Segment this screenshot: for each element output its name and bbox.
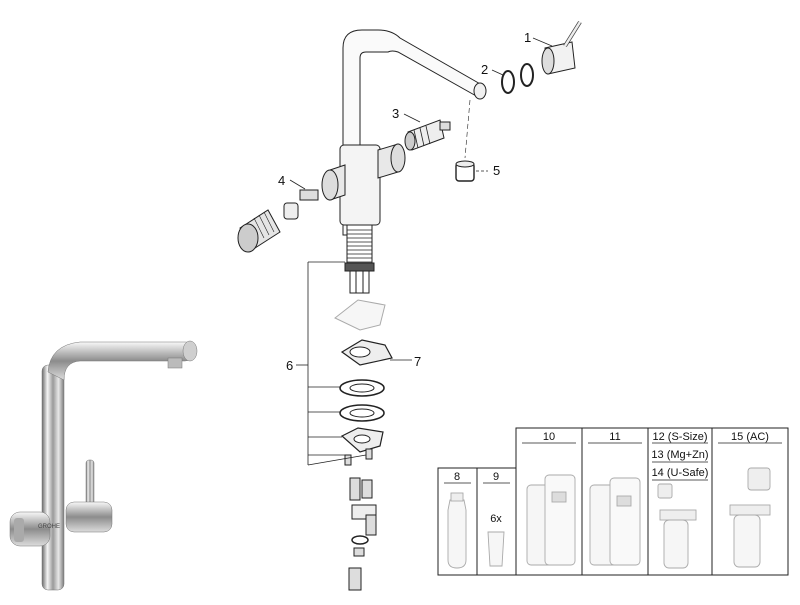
accessories-table: 8 9 6x 10 11 12 (S-Size) 13 (Mg+Zn) 14 (… (437, 427, 789, 576)
callout-7: 7 (414, 354, 421, 369)
col-header-12: 12 (S-Size) (652, 431, 707, 443)
callout-6: 6 (286, 358, 293, 373)
col-header-9: 9 (493, 471, 499, 483)
col-header-13: 13 (Mg+Zn) (651, 449, 708, 461)
callout-4: 4 (278, 173, 285, 188)
faucet-product-image: GROHE (9, 340, 198, 591)
col-header-15: 15 (AC) (731, 431, 769, 443)
col-header-10: 10 (543, 431, 555, 443)
callout-5: 5 (493, 163, 500, 178)
col-header-11: 11 (609, 431, 620, 443)
exploded-tap-drawing (237, 20, 582, 591)
svg-text:GROHE: GROHE (38, 524, 60, 530)
callout-1: 1 (524, 30, 531, 45)
callout-2: 2 (481, 62, 488, 77)
callout-3: 3 (392, 106, 399, 121)
qty-label-9: 6x (490, 513, 502, 525)
col-header-8: 8 (454, 471, 460, 483)
col-header-14: 14 (U-Safe) (652, 467, 709, 479)
